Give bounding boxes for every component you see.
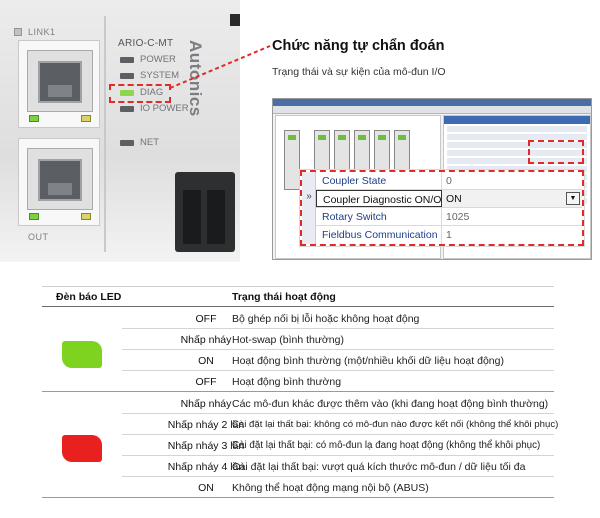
header-state: Trạng thái hoạt động bbox=[232, 291, 336, 303]
property-key: Coupler State bbox=[316, 172, 442, 189]
dropdown-arrow-icon[interactable]: ▼ bbox=[566, 192, 580, 205]
table-row: OFF Bộ ghép nối bị lỗi hoặc không hoạt đ… bbox=[42, 308, 554, 329]
led-mode: Nhấp nháy 2 lần bbox=[167, 419, 245, 431]
property-gutter bbox=[302, 172, 316, 244]
feature-title: Chức năng tự chẩn đoán bbox=[272, 38, 445, 54]
led-io-power: IO POWER bbox=[120, 103, 189, 114]
led-mode: OFF bbox=[195, 313, 217, 325]
led-desc: Hoạt động bình thường bbox=[232, 376, 342, 388]
table-row: Nhấp nháy Các mô-đun khác được thêm vào … bbox=[42, 393, 554, 414]
property-value: 1025 bbox=[446, 211, 470, 223]
property-row-selected[interactable]: Coupler Diagnostic ON/OFF ON ▼ bbox=[316, 190, 582, 208]
latch bbox=[230, 14, 240, 26]
table-rule-header bbox=[42, 306, 554, 307]
led-io-power-icon bbox=[120, 105, 134, 112]
led-desc: Không thể hoạt động mạng nội bộ (ABUS) bbox=[232, 482, 429, 494]
link-indicator bbox=[14, 28, 22, 36]
led-mode: ON bbox=[198, 355, 214, 367]
table-row: Nhấp nháy 3 lần Cài đặt lại thất bại: có… bbox=[42, 435, 554, 456]
led-system-label: SYSTEM bbox=[140, 70, 180, 81]
led-system-icon bbox=[120, 72, 134, 79]
led-mode: ON bbox=[198, 482, 214, 494]
led-net: NET bbox=[120, 137, 159, 148]
led-diag-icon bbox=[120, 89, 134, 96]
model-label: ARIO-C-MT bbox=[118, 38, 174, 49]
divider bbox=[104, 16, 106, 252]
table-row: Nhấp nháy 4 lần Cài đặt lại thất bại: vư… bbox=[42, 456, 554, 477]
device-photo: LINK1 OUT ARIO-C-MT POWER SYSTEM DIAG IO… bbox=[0, 0, 240, 262]
led-mode: Nhấp nháy 4 lần bbox=[167, 461, 245, 473]
property-value: 1 bbox=[446, 229, 452, 241]
ethernet-port-1 bbox=[18, 40, 100, 128]
led-mode: OFF bbox=[195, 376, 217, 388]
red-led-swatch bbox=[62, 435, 102, 462]
table-row: Nhấp nháy 2 lần Cài đặt lại thất bại: kh… bbox=[42, 414, 559, 435]
green-led-swatch bbox=[62, 341, 102, 368]
table-row: Nhấp nháy Hot-swap (bình thường) bbox=[42, 329, 554, 350]
table-row: OFF Hoạt động bình thường bbox=[42, 371, 554, 392]
property-key: Coupler Diagnostic ON/OFF bbox=[316, 190, 442, 207]
led-diag: DIAG bbox=[120, 87, 163, 98]
app-toolbar bbox=[273, 106, 591, 114]
led-desc: Cài đặt lại thất bại: không có mô-đun nà… bbox=[232, 419, 559, 430]
callout-connector-line bbox=[169, 45, 271, 89]
table-row: ON Không thể hoạt động mạng nội bộ (ABUS… bbox=[42, 477, 554, 498]
led-desc: Hot-swap (bình thường) bbox=[232, 334, 344, 346]
property-panel-zoom: » Coupler State 0 Coupler Diagnostic ON/… bbox=[300, 170, 584, 246]
led-net-label: NET bbox=[140, 137, 159, 148]
property-value: 0 bbox=[446, 175, 452, 187]
led-desc: Cài đặt lại thất bại: vượt quá kích thướ… bbox=[232, 461, 526, 473]
dropdown-value: ON bbox=[446, 193, 462, 205]
table-rule-top bbox=[42, 286, 554, 287]
led-desc: Các mô-đun khác được thêm vào (khi đang … bbox=[232, 398, 549, 410]
port-label-link1: LINK1 bbox=[28, 27, 56, 37]
led-power-icon bbox=[120, 56, 134, 63]
led-system: SYSTEM bbox=[120, 70, 179, 81]
property-thumbnail-highlight bbox=[528, 140, 584, 164]
led-io-power-label: IO POWER bbox=[140, 103, 189, 114]
led-desc: Hoạt động bình thường (một/nhiều khối dữ… bbox=[232, 355, 504, 367]
led-net-icon bbox=[120, 139, 134, 146]
expand-arrow-icon[interactable]: » bbox=[306, 191, 312, 202]
led-mode: Nhấp nháy bbox=[180, 398, 232, 410]
property-key: Fieldbus Communication Sta bbox=[316, 226, 442, 244]
property-row[interactable]: Coupler State 0 bbox=[316, 172, 582, 190]
led-desc: Cài đặt lại thất bại: có mô-đun lạ đang … bbox=[232, 440, 541, 451]
feature-subtitle: Trạng thái và sự kiện của mô-đun I/O bbox=[272, 66, 446, 78]
table-row: ON Hoạt động bình thường (một/nhiều khối… bbox=[42, 350, 554, 371]
property-row[interactable]: Fieldbus Communication Sta 1 bbox=[316, 226, 582, 244]
property-key: Rotary Switch bbox=[316, 208, 442, 225]
led-power-label: POWER bbox=[140, 54, 176, 65]
property-row[interactable]: Rotary Switch 1025 bbox=[316, 208, 582, 226]
diag-highlight-box bbox=[109, 84, 171, 103]
led-mode: Nhấp nháy 3 lần bbox=[167, 440, 245, 452]
header-led: Đèn báo LED bbox=[56, 291, 122, 303]
led-diag-label: DIAG bbox=[140, 87, 164, 98]
port-label-out: OUT bbox=[28, 232, 49, 242]
terminal-connector bbox=[175, 172, 235, 252]
led-desc: Bộ ghép nối bị lỗi hoặc không hoạt động bbox=[232, 313, 420, 325]
property-value-dropdown[interactable]: ON ▼ bbox=[442, 190, 582, 207]
ethernet-port-2 bbox=[18, 138, 100, 226]
led-power: POWER bbox=[120, 54, 176, 65]
led-mode: Nhấp nháy bbox=[180, 334, 232, 346]
app-titlebar bbox=[273, 99, 591, 106]
